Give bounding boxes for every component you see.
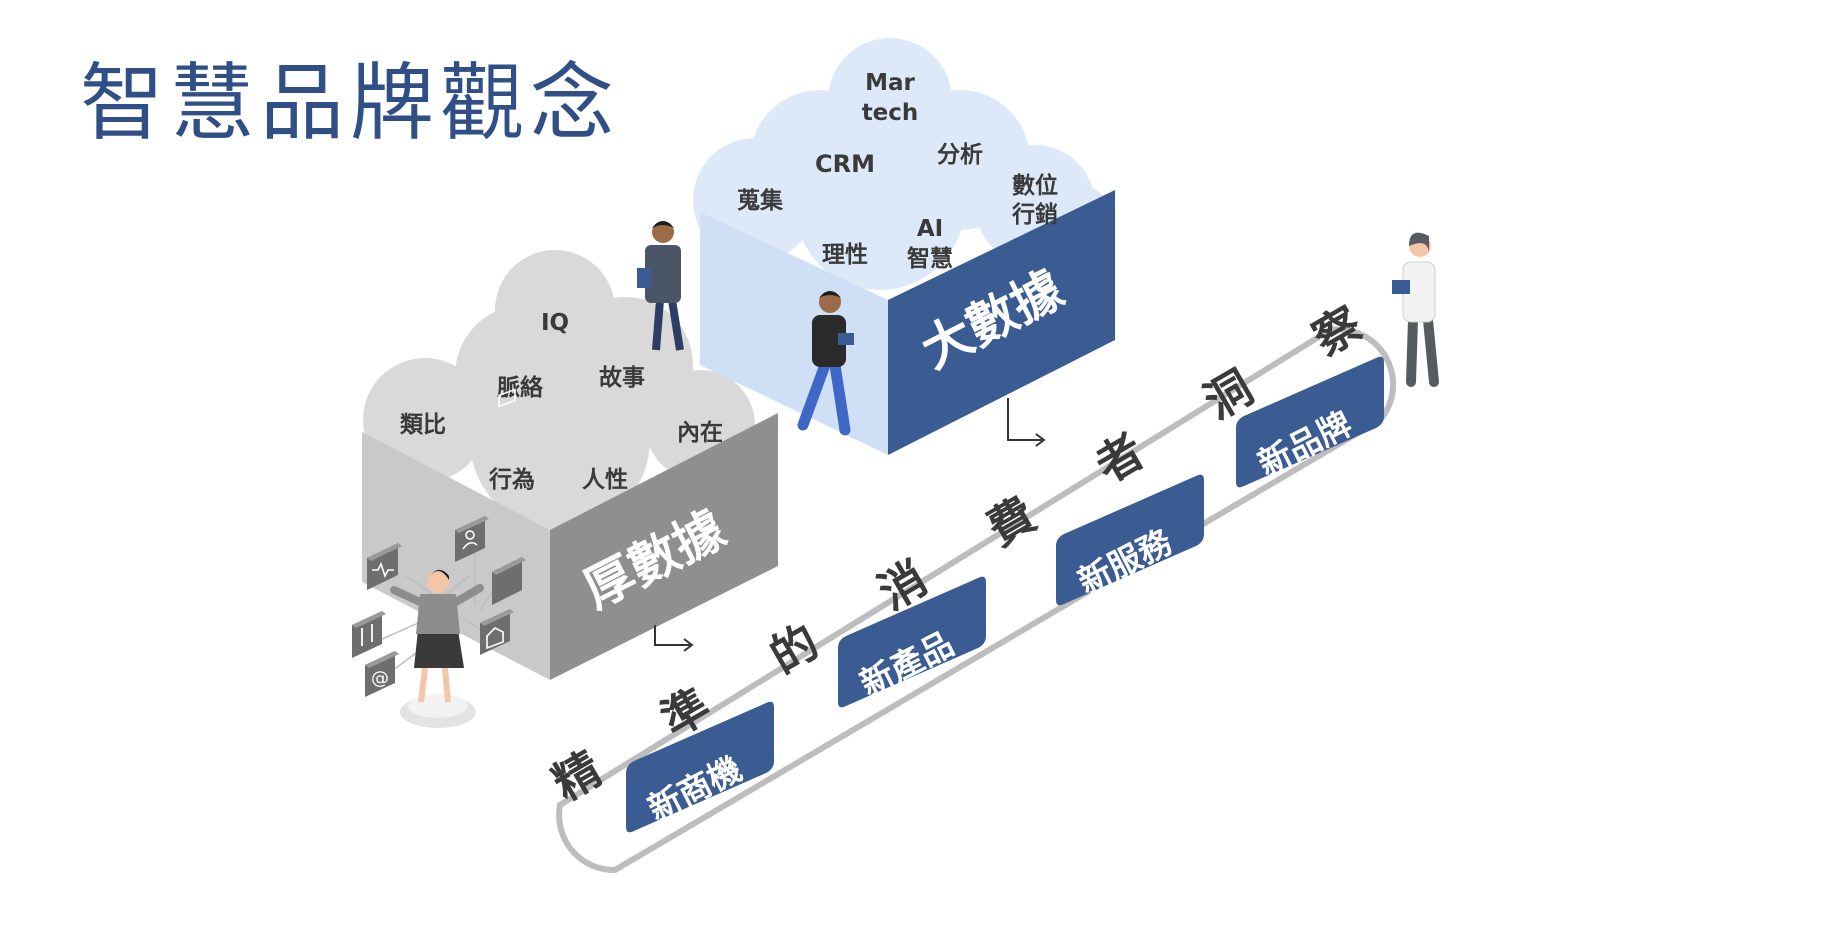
thick-data-cloud: [363, 250, 755, 530]
arrow-big-data: [1007, 398, 1042, 441]
presenter-woman-illustration: [390, 569, 484, 728]
at-sign-icon: @: [365, 651, 399, 697]
user-icon: [455, 516, 489, 562]
big-data-right-face: [888, 190, 1115, 455]
icon-cluster: @: [352, 388, 526, 697]
word-analysis: 分析: [937, 142, 983, 168]
word-analogy: 類比: [400, 412, 446, 438]
arrow-connectors: [654, 398, 1046, 652]
word-context: 脈絡: [497, 374, 544, 401]
big-data-block: Mar tech CRM 分析 蒐集 數位 行銷 AI 智慧 理性 大數據: [693, 38, 1115, 455]
page-title: 智慧品牌觀念: [80, 54, 621, 152]
word-rational: 理性: [822, 242, 868, 268]
man-with-folder-illustration: [637, 221, 684, 351]
woman-with-clipboard-illustration: [1392, 232, 1439, 387]
word-human: 人性: [582, 467, 628, 493]
svg-text:@: @: [371, 668, 389, 689]
thick-data-right-face: [550, 413, 778, 680]
word-behavior: 行為: [488, 466, 535, 493]
word-story: 故事: [599, 365, 645, 391]
word-crm: CRM: [815, 150, 875, 178]
arrow-thick-data: [654, 625, 690, 646]
word-iq: IQ: [541, 310, 569, 336]
word-inner: 內在: [677, 419, 723, 446]
briefcase-icon: [492, 388, 526, 605]
word-martech-1: Mar: [865, 70, 915, 96]
word-martech-2: tech: [862, 100, 919, 126]
word-digital-2: 行銷: [1011, 201, 1058, 228]
word-digital-1: 數位: [1012, 172, 1058, 199]
word-ai-2: 智慧: [907, 245, 953, 272]
word-collect: 蒐集: [737, 187, 784, 214]
word-ai-1: AI: [917, 216, 943, 242]
home-icon: [480, 609, 514, 655]
cutlery-icon: [352, 611, 386, 658]
outcome-card: 新商機: [626, 701, 774, 833]
walking-man-illustration: [797, 291, 854, 436]
heart-monitor-icon: [367, 543, 402, 590]
